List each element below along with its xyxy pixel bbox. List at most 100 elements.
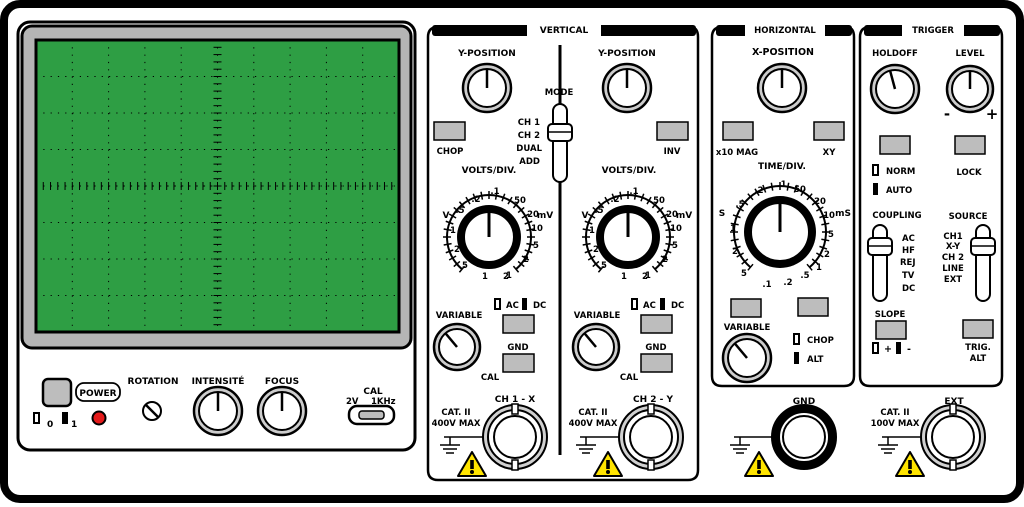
ch1-volts-div-dial-scale-label: .1 <box>490 187 499 197</box>
ch1-gnd-button[interactable] <box>502 353 535 373</box>
ch1-volts-div-dial-scale-tick <box>517 206 525 214</box>
ch2-volts-div-dial-scale-tick <box>584 220 593 225</box>
ch1-volts-div-dial-scale-tick <box>448 255 457 261</box>
ch1-volts-div-dial-scale-label: .5 <box>455 206 464 216</box>
ch2-gnd-button[interactable] <box>640 353 673 373</box>
time-div-dial-scale-tick <box>806 263 813 271</box>
x10-mag-button[interactable] <box>722 121 754 141</box>
ch2-acdc-button[interactable] <box>640 314 673 334</box>
lock-button[interactable] <box>954 135 986 155</box>
time-div-dial-scale-tick <box>811 199 819 206</box>
coupling-option-tv: TV <box>902 271 915 281</box>
ext-input-bnc[interactable] <box>920 403 986 471</box>
time-div-dial-scale-label: 10 <box>823 211 835 221</box>
source-option-xy: X-Y <box>946 242 961 252</box>
coupling-label: COUPLING <box>872 211 921 221</box>
ext-ground-symbol <box>878 436 922 454</box>
ch2-ac-icon <box>631 298 638 310</box>
ch1-chop-label: CHOP <box>437 147 464 157</box>
ch1-volts-div-dial-scale-label: 1 <box>506 271 512 281</box>
auto-label: AUTO <box>886 186 912 196</box>
xy-button[interactable] <box>813 121 845 141</box>
ch1-volts-div-dial-scale-tick <box>472 193 477 202</box>
ch1-variable-knob[interactable] <box>432 322 482 372</box>
trig-alt-label-1: TRIG. <box>965 343 991 353</box>
ext-cat-label: CAT. II <box>880 408 909 418</box>
ch2-dc-label: DC <box>671 301 684 311</box>
rotation-screw[interactable] <box>142 401 162 421</box>
ch1-volts-div-dial-unit-label: mV <box>537 211 553 221</box>
ch1-acdc-button[interactable] <box>502 314 535 334</box>
ext-input-label: EXT <box>944 397 964 407</box>
ch2-y-position-knob[interactable] <box>601 62 653 114</box>
coupling-slider-track <box>872 224 888 302</box>
ch1-chop-button[interactable] <box>433 121 466 141</box>
ch1-volts-div-dial-scale-tick <box>524 220 533 225</box>
ch2-volts-div-dial-scale-label: .5 <box>594 206 603 216</box>
intensity-knob[interactable] <box>192 385 244 437</box>
ch2-volts-div-dial-scale-tick <box>660 213 669 219</box>
ch1-volts-dial-low-label: 2 <box>454 245 460 255</box>
ch1-volts-div-dial-scale-tick <box>517 260 525 268</box>
ch2-volts-div-dial-scale-tick <box>651 201 659 209</box>
ch2-gnd-label: GND <box>645 343 666 353</box>
gnd-ground-symbol <box>730 436 774 454</box>
ch2-variable-knob[interactable] <box>571 322 621 372</box>
time-div-dial-scale-label: .5 <box>800 271 809 281</box>
slope-button[interactable] <box>875 320 907 340</box>
time-div-dial-scale-tick <box>736 206 745 212</box>
ch2-volts-div-dial-scale-tick <box>597 265 605 273</box>
ch1-ac-label: AC <box>506 301 519 311</box>
ch2-input-bnc[interactable] <box>618 403 684 471</box>
ch2-cat-label: CAT. II <box>578 408 607 418</box>
time-div-dial-scale-tick <box>811 258 819 265</box>
ch2-volts-div-dial-scale-tick <box>633 191 637 200</box>
time-div-dial-scale-tick <box>786 182 790 191</box>
ch2-input-label: CH 2 - Y <box>633 395 674 405</box>
trig-alt-button[interactable] <box>962 319 994 339</box>
ch1-y-position-knob[interactable] <box>461 62 513 114</box>
rotation-label: ROTATION <box>128 377 179 387</box>
auto-icon <box>873 183 878 195</box>
ch1-volts-div-dial-scale-tick <box>445 220 454 225</box>
horizontal-left-button[interactable] <box>730 298 762 318</box>
time-div-dial-scale-tick <box>747 263 754 271</box>
time-div-dial-scale-tick <box>736 252 745 258</box>
ch2-inv-button[interactable] <box>656 121 689 141</box>
ch2-volts-div-dial-scale-label: .1 <box>629 187 638 197</box>
ch1-volts-div-dial-scale-tick <box>526 228 535 232</box>
ch2-volts-div-dial-scale-tick <box>665 242 674 246</box>
power-on-icon <box>62 412 68 424</box>
power-led <box>91 410 107 426</box>
norm-auto-button[interactable] <box>879 135 911 155</box>
power-on-label: 1 <box>71 420 77 430</box>
ch1-input-bnc[interactable] <box>482 403 548 471</box>
cal-output-terminal[interactable] <box>347 404 396 426</box>
trig-alt-label-2: ALT <box>970 354 987 364</box>
cal-frequency: 1KHz <box>371 397 396 407</box>
ch2-volts-div-dial-scale-tick <box>597 201 605 209</box>
ch1-gnd-label: GND <box>507 343 528 353</box>
time-div-dial-scale-tick <box>815 252 824 258</box>
ch1-volts-div-dial-scale-tick <box>465 196 471 205</box>
mode-option-add: ADD <box>519 157 540 167</box>
source-option-line: LINE <box>942 264 964 274</box>
horizontal-right-button[interactable] <box>797 297 829 317</box>
horizontal-variable-knob[interactable] <box>721 332 773 384</box>
x-position-knob[interactable] <box>756 62 808 114</box>
level-knob[interactable] <box>945 64 995 114</box>
ch2-volts-div-dial-scale-label: 1 <box>645 271 651 281</box>
focus-knob[interactable] <box>256 385 308 437</box>
vertical-title-bg <box>527 22 601 36</box>
ch1-warning-icon <box>457 451 487 477</box>
time-div-dial-scale-tick <box>741 199 749 206</box>
time-div-dial-scale-tick <box>741 258 749 265</box>
gnd-terminal[interactable] <box>771 404 837 470</box>
horizontal-title-bg <box>745 22 825 36</box>
horizontal-title: HORIZONTAL <box>754 26 816 36</box>
power-switch[interactable] <box>41 377 73 408</box>
holdoff-knob[interactable] <box>869 63 921 115</box>
